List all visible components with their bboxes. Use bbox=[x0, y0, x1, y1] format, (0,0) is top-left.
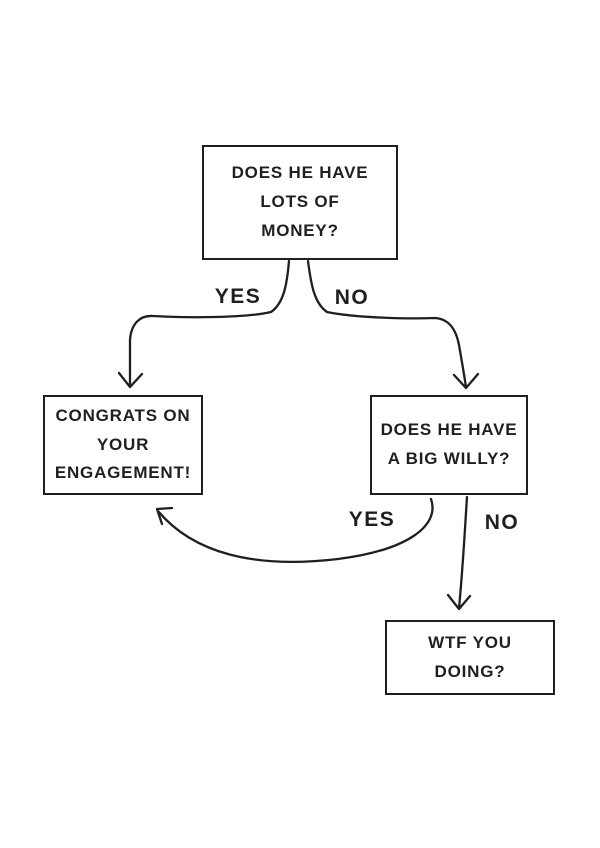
node-wtf-label: WTF YOU DOING? bbox=[428, 632, 512, 681]
node-wtf: WTF YOU DOING? bbox=[385, 620, 555, 695]
edge-label-money-yes: YES bbox=[214, 285, 262, 308]
node-question-money-label: DOES HE HAVE LOTS OF MONEY? bbox=[231, 163, 369, 240]
node-question-willy: DOES HE HAVE A BIG WILLY? bbox=[370, 395, 528, 495]
node-question-willy-label: DOES HE HAVE A BIG WILLY? bbox=[380, 420, 518, 468]
edge-label-money-no: NO bbox=[334, 286, 370, 309]
arrow-willy-no bbox=[446, 495, 472, 611]
node-congrats: CONGRATS ON YOUR ENGAGEMENT! bbox=[43, 395, 203, 495]
arrow-money-yes bbox=[117, 259, 291, 389]
arrow-money-no bbox=[306, 259, 480, 390]
node-congrats-label: CONGRATS ON YOUR ENGAGEMENT! bbox=[54, 405, 192, 483]
edge-label-willy-yes: YES bbox=[348, 508, 396, 531]
edge-label-willy-no: NO bbox=[484, 511, 520, 534]
arrow-willy-yes bbox=[155, 497, 434, 564]
node-question-money: DOES HE HAVE LOTS OF MONEY? bbox=[202, 145, 398, 260]
